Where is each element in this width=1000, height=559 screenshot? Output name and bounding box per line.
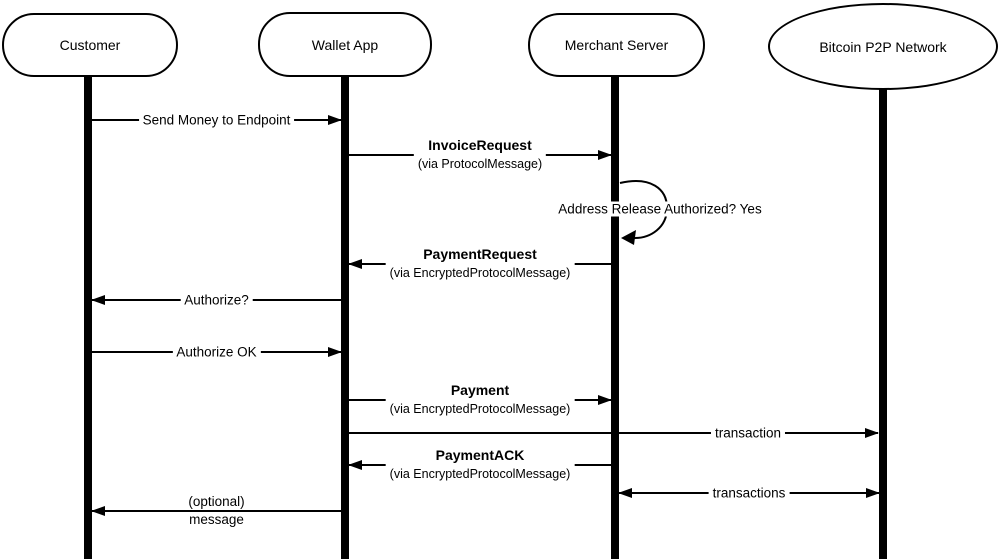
self-loop-label: Address Release Authorized? Yes bbox=[555, 201, 765, 217]
message-payment-request: PaymentRequest (via EncryptedProtocolMes… bbox=[348, 246, 611, 282]
actor-wallet-app-label: Wallet App bbox=[311, 36, 379, 53]
arrowhead-right-icon bbox=[328, 115, 342, 125]
arrowhead-left-icon bbox=[91, 506, 105, 516]
message-label: Authorize OK bbox=[172, 344, 261, 360]
message-name: PaymentACK bbox=[435, 447, 525, 463]
actor-customer: Customer bbox=[2, 13, 178, 77]
actor-wallet-app: Wallet App bbox=[258, 12, 432, 77]
arrowhead-left-icon bbox=[618, 488, 632, 498]
actor-bitcoin-p2p-network: Bitcoin P2P Network bbox=[768, 3, 998, 90]
message-payment: Payment (via EncryptedProtocolMessage) bbox=[349, 382, 612, 418]
message-label: Authorize? bbox=[180, 292, 253, 308]
message-label: PaymentACK (via EncryptedProtocolMessage… bbox=[385, 447, 575, 483]
message-authorize-ok: Authorize OK bbox=[92, 344, 342, 360]
message-via: (via EncryptedProtocolMessage) bbox=[389, 266, 571, 280]
message-transactions: transactions bbox=[618, 485, 880, 501]
message-authorize: Authorize? bbox=[91, 292, 341, 308]
arrowhead-right-icon bbox=[598, 150, 612, 160]
message-label: (optional) message bbox=[184, 493, 248, 529]
lifeline-customer bbox=[84, 75, 92, 559]
message-send-money-to-endpoint: Send Money to Endpoint bbox=[92, 112, 342, 128]
actor-bitcoin-p2p-network-label: Bitcoin P2P Network bbox=[819, 38, 947, 55]
message-name: Payment bbox=[450, 382, 510, 398]
message-label: Send Money to Endpoint bbox=[138, 112, 295, 128]
message-label: transaction bbox=[710, 425, 786, 441]
lifeline-bitcoin-p2p-network bbox=[879, 88, 887, 559]
message-label-line1: (optional) bbox=[188, 494, 245, 509]
actor-merchant-server-label: Merchant Server bbox=[564, 37, 669, 53]
message-payment-ack: PaymentACK (via EncryptedProtocolMessage… bbox=[348, 447, 611, 483]
arrowhead-right-icon bbox=[866, 488, 880, 498]
message-optional-message: (optional) message bbox=[91, 494, 341, 527]
arrowhead-right-icon bbox=[598, 395, 612, 405]
arrowhead-left-icon bbox=[348, 259, 362, 269]
message-label: PaymentRequest (via EncryptedProtocolMes… bbox=[385, 246, 575, 282]
lifeline-merchant-server bbox=[611, 75, 619, 559]
arrowhead-left-icon bbox=[348, 460, 362, 470]
message-label: transactions bbox=[708, 485, 790, 501]
message-name: InvoiceRequest bbox=[428, 137, 532, 153]
message-via: (via EncryptedProtocolMessage) bbox=[389, 402, 571, 416]
message-invoice-request: InvoiceRequest (via ProtocolMessage) bbox=[349, 137, 612, 173]
lifeline-wallet-app bbox=[341, 75, 349, 559]
message-via: (via EncryptedProtocolMessage) bbox=[389, 467, 571, 481]
arrowhead-right-icon bbox=[865, 428, 879, 438]
actor-merchant-server: Merchant Server bbox=[528, 13, 705, 77]
message-label: Payment (via EncryptedProtocolMessage) bbox=[385, 382, 575, 418]
message-name: PaymentRequest bbox=[423, 246, 537, 262]
message-label: InvoiceRequest (via ProtocolMessage) bbox=[413, 137, 547, 173]
arrowhead-left-icon bbox=[91, 295, 105, 305]
message-via: (via ProtocolMessage) bbox=[417, 157, 543, 171]
arrowhead-left-icon bbox=[621, 230, 636, 245]
message-label-line2: message bbox=[189, 512, 244, 527]
arrowhead-right-icon bbox=[328, 347, 342, 357]
message-transaction: transaction bbox=[349, 425, 879, 441]
actor-customer-label: Customer bbox=[59, 37, 121, 53]
